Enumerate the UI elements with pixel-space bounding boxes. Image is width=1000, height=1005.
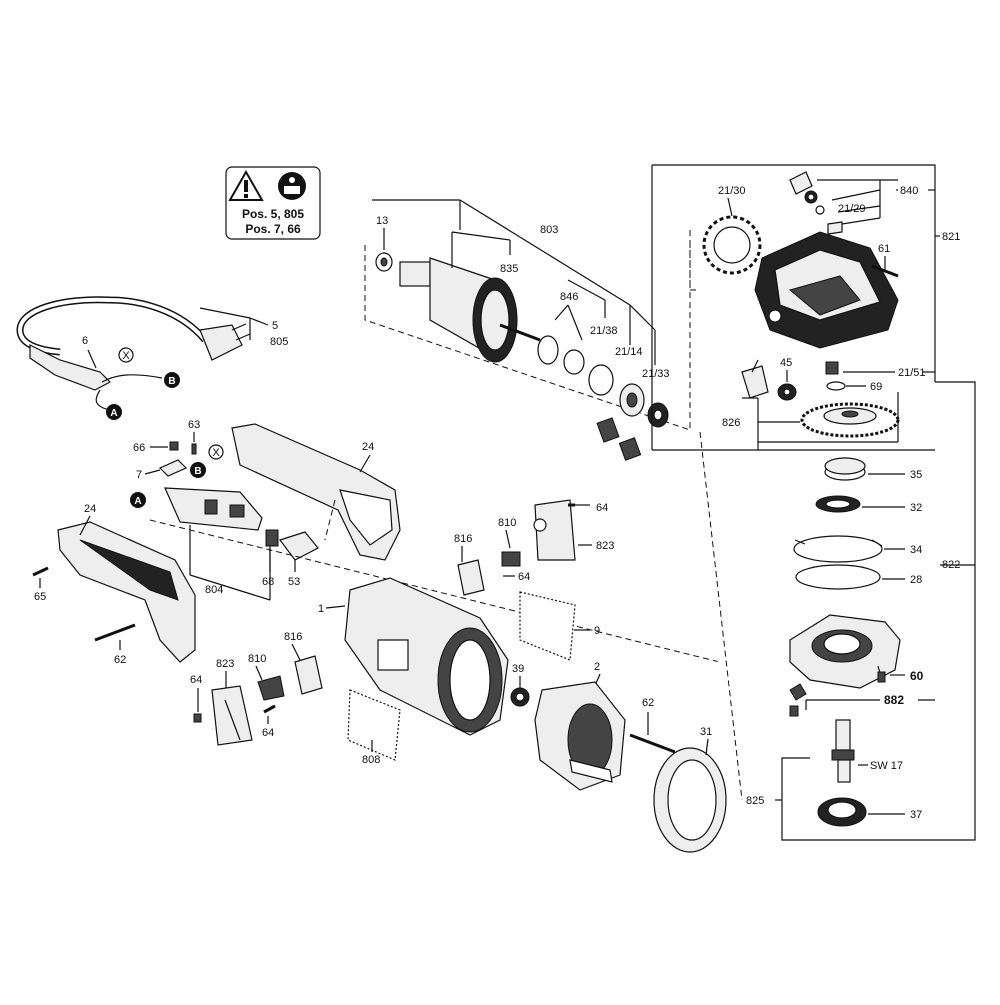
label-21-33: 21/33 (642, 368, 670, 380)
field-stator (534, 681, 626, 791)
label-7: 7 (136, 469, 142, 481)
label-28: 28 (910, 574, 922, 586)
air-guide-ring (653, 747, 727, 853)
safety-line-1: Pos. 5, 805 (242, 207, 304, 221)
label-816-upper: 816 (454, 533, 472, 545)
svg-text:X: X (122, 350, 130, 362)
label-37: 37 (910, 809, 922, 821)
label-823-upper: 823 (596, 540, 614, 552)
safety-line-2: Pos. 7, 66 (245, 222, 301, 236)
armature (399, 257, 541, 363)
handle-half-lower (57, 521, 196, 663)
label-21-51: 21/51 (898, 367, 926, 379)
label-24-upper: 24 (362, 441, 374, 453)
connector-x-lower: X (208, 444, 224, 460)
label-21-30: 21/30 (718, 185, 746, 197)
label-21-38: 21/38 (590, 325, 618, 337)
spindle (831, 719, 855, 783)
connector-a-lower: A (130, 492, 146, 508)
label-64-lower-right: 64 (262, 727, 274, 739)
label-826: 826 (722, 417, 740, 429)
label-5: 5 (272, 320, 278, 332)
connector-b-upper: B (164, 372, 180, 388)
gear-toothed-ring (702, 215, 762, 275)
bevel-gear (800, 402, 900, 438)
label-9: 9 (594, 625, 600, 637)
svg-text:B: B (168, 376, 175, 387)
spindle-bearing (817, 797, 867, 827)
label-34: 34 (910, 544, 922, 556)
label-822: 822 (942, 559, 960, 571)
svg-text:B: B (194, 466, 201, 477)
label-sw17: SW 17 (870, 760, 903, 772)
brush-cover-lower (211, 685, 253, 746)
label-804: 804 (205, 584, 223, 596)
label-24-lower: 24 (84, 503, 96, 515)
label-21-14: 21/14 (615, 346, 643, 358)
svg-text:X: X (212, 447, 220, 459)
svg-text:A: A (134, 496, 141, 507)
gear-housing (754, 231, 899, 349)
label-32: 32 (910, 502, 922, 514)
connector-x-upper: X (118, 347, 134, 363)
switch-module (164, 487, 263, 531)
bearing-flange (789, 614, 901, 689)
label-64-lower-left: 64 (190, 674, 202, 686)
label-62-right: 62 (642, 697, 654, 709)
label-810-lower: 810 (248, 653, 266, 665)
label-61: 61 (878, 243, 890, 255)
label-31: 31 (700, 726, 712, 738)
svg-text:A: A (110, 408, 117, 419)
label-840: 840 (900, 185, 918, 197)
label-816-lower: 816 (284, 631, 302, 643)
label-803: 803 (540, 224, 558, 236)
label-39: 39 (512, 663, 524, 675)
motor-housing (344, 577, 509, 736)
label-808: 808 (362, 754, 380, 766)
label-66: 66 (133, 442, 145, 454)
label-35: 35 (910, 469, 922, 481)
label-846: 846 (560, 291, 578, 303)
label-1: 1 (318, 603, 324, 615)
brush-cover-upper (533, 499, 576, 561)
label-835: 835 (500, 263, 518, 275)
power-cord (16, 296, 251, 411)
handle-half-upper (231, 423, 401, 561)
label-63: 63 (188, 419, 200, 431)
label-805: 805 (270, 336, 288, 348)
label-825: 825 (746, 795, 764, 807)
label-6: 6 (82, 335, 88, 347)
label-62-left: 62 (114, 654, 126, 666)
label-823-lower: 823 (216, 658, 234, 670)
label-69: 69 (870, 381, 882, 393)
label-2: 2 (594, 661, 600, 673)
connector-a-upper: A (106, 404, 122, 420)
label-68: 68 (262, 576, 274, 588)
label-45: 45 (780, 357, 792, 369)
label-64-upper-mid: 64 (518, 571, 530, 583)
label-64-upper-right: 64 (596, 502, 608, 514)
label-821: 821 (942, 231, 960, 243)
safety-notice-box: Pos. 5, 805 Pos. 7, 66 (225, 166, 321, 240)
label-13: 13 (376, 215, 388, 227)
read-manual-icon (278, 172, 306, 200)
label-21-29: 21/29 (838, 203, 866, 215)
warning-triangle-icon (228, 169, 264, 201)
label-810-upper: 810 (498, 517, 516, 529)
label-60: 60 (910, 669, 924, 683)
connector-b-lower: B (190, 462, 206, 478)
label-882: 882 (884, 693, 904, 707)
label-65: 65 (34, 591, 46, 603)
label-53: 53 (288, 576, 300, 588)
